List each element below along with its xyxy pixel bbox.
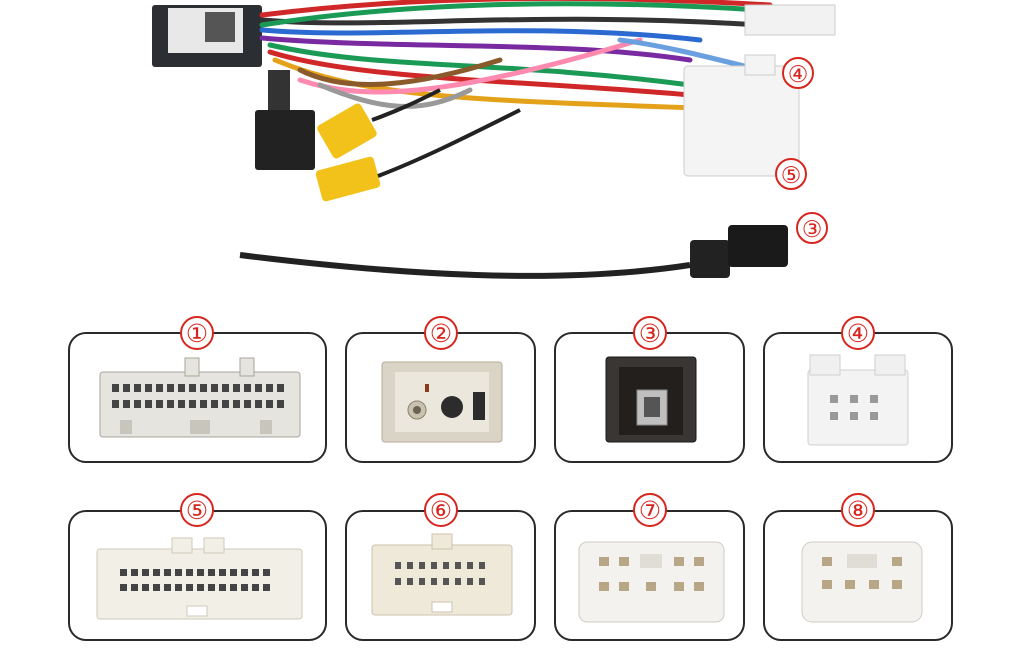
wiring-harness-photo (0, 0, 1012, 300)
connector-antenna-icon (381, 361, 503, 443)
connector-card-7 (554, 510, 745, 641)
connector-24pin-icon (99, 357, 301, 438)
connector-usb-icon (605, 356, 697, 443)
connector-10pin-icon (578, 541, 725, 623)
connector-badge-3: ③ (633, 316, 667, 350)
connector-badge-2: ② (424, 316, 458, 350)
connector-card-2 (345, 332, 536, 463)
connector-card-8 (763, 510, 953, 641)
connector-card-5 (68, 510, 327, 641)
connector-badge-6: ⑥ (424, 493, 458, 527)
photo-badge-5: ⑤ (775, 158, 807, 190)
connector-small-white-icon (807, 354, 909, 446)
connector-16pin-icon (371, 533, 513, 616)
connector-badge-7: ⑦ (633, 493, 667, 527)
connector-card-3 (554, 332, 745, 463)
connector-8pin-icon (801, 541, 923, 623)
connector-badge-4: ④ (841, 316, 875, 350)
connector-badge-1: ① (180, 316, 214, 350)
connector-badge-8: ⑧ (841, 493, 875, 527)
photo-badge-4: ④ (782, 57, 814, 89)
photo-badge-3: ③ (796, 212, 828, 244)
connector-card-1 (68, 332, 327, 463)
connector-card-4 (763, 332, 953, 463)
connector-badge-5: ⑤ (180, 493, 214, 527)
connector-card-6 (345, 510, 536, 641)
connector-20pin-icon (96, 537, 303, 620)
wiring-harness-illustration (152, 0, 836, 279)
